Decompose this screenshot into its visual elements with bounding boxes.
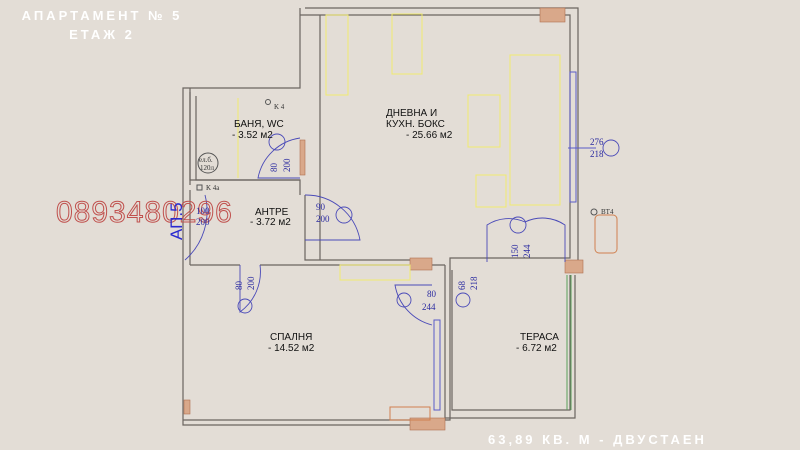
bedroom-door-width: 80 xyxy=(234,281,244,291)
bedroom-name: СПАЛНЯ xyxy=(270,332,312,343)
boiler-label: ел.б. xyxy=(199,156,213,164)
furniture xyxy=(237,13,618,421)
living-room-name: ДНЕВНА И xyxy=(386,108,437,119)
bathroom-name: БАНЯ, WC xyxy=(234,119,284,130)
entry-area: - 3.72 м2 xyxy=(250,217,291,228)
living-room-name2: КУХН. БОКС xyxy=(386,119,445,130)
terrace-area: - 6.72 м2 xyxy=(516,343,557,354)
bath-door-width: 80 xyxy=(269,163,279,173)
boiler-volume: 120л xyxy=(200,164,215,172)
k4-label: K 4 xyxy=(274,103,285,111)
doors xyxy=(184,133,620,326)
main-door-height: 200 xyxy=(196,217,210,227)
terrace-window-width: 68 xyxy=(457,281,467,291)
living-room-area: - 25.66 м2 xyxy=(406,130,453,141)
windows xyxy=(433,71,596,411)
living-terrace-door-height: 244 xyxy=(522,244,532,258)
walls xyxy=(182,7,579,426)
k4a-label: K 4a xyxy=(206,184,220,192)
living-window-height: 218 xyxy=(590,149,604,159)
terrace-window-height: 218 xyxy=(469,276,479,290)
entry-door-height: 200 xyxy=(316,214,330,224)
entry-door-width: 90 xyxy=(316,202,326,212)
bathroom-area: - 3.52 м2 xyxy=(232,130,273,141)
bt4-label: BT4 xyxy=(601,208,614,216)
living-window-width: 276 xyxy=(590,137,604,147)
bedroom-terrace-door-width: 80 xyxy=(427,289,437,299)
bedroom-terrace-door-height: 244 xyxy=(422,302,436,312)
phone-watermark: 0893480296 xyxy=(56,196,233,229)
bedroom-area: - 14.52 м2 xyxy=(268,343,315,354)
bath-door-height: 200 xyxy=(282,158,292,172)
area-summary: 63,89 КВ. М - ДВУСТАЕН xyxy=(488,432,707,447)
main-door-width: 100 xyxy=(196,206,210,216)
terrace-name: ТЕРАСА xyxy=(520,332,559,343)
living-terrace-door-width: 150 xyxy=(510,244,520,258)
apartment-title: АПАРТАМЕНТ № 5 xyxy=(21,8,183,23)
bedroom-door-height: 200 xyxy=(246,276,256,290)
entry-name: АНТРЕ xyxy=(255,207,289,218)
floor-label: ЕТАЖ 2 xyxy=(69,27,135,42)
plan-label: АП.5 xyxy=(167,202,186,240)
columns xyxy=(183,7,584,431)
